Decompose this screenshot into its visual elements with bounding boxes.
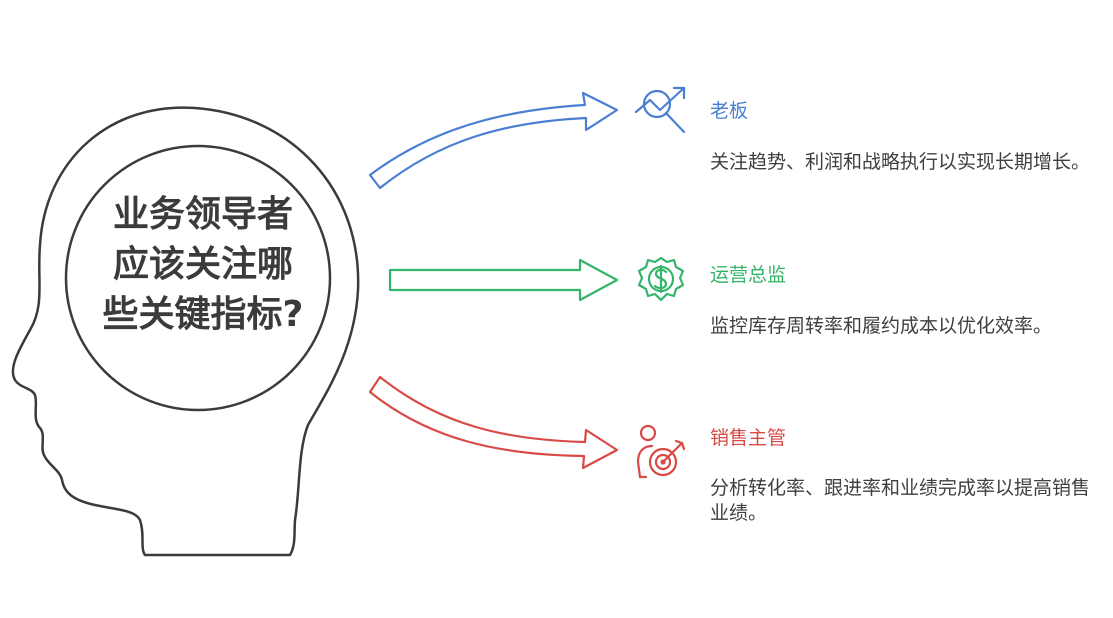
branch-desc-ops: 监控库存周转率和履约成本以优化效率。 <box>710 315 1053 337</box>
branch-desc-boss: 关注趋势、利润和战略执行以实现长期增长。 <box>710 151 1091 173</box>
arrow-boss <box>368 91 619 190</box>
branch-desc-sales: 分析转化率、跟进率和业绩完成率以提高销售业绩。 <box>710 477 1091 524</box>
trend-magnifier-icon <box>634 86 686 134</box>
dollar-gear-icon <box>637 256 685 302</box>
person-target-icon <box>636 424 686 479</box>
branch-title-boss: 老板 <box>710 100 749 122</box>
arrow-sales <box>368 375 619 470</box>
center-question: 业务领导者应该关注哪些关键指标? <box>102 194 304 335</box>
thought-circle <box>64 144 332 412</box>
arrow-ops <box>388 258 619 302</box>
branch-title-ops: 运营总监 <box>710 264 787 286</box>
branch-title-sales: 销售主管 <box>710 427 787 449</box>
